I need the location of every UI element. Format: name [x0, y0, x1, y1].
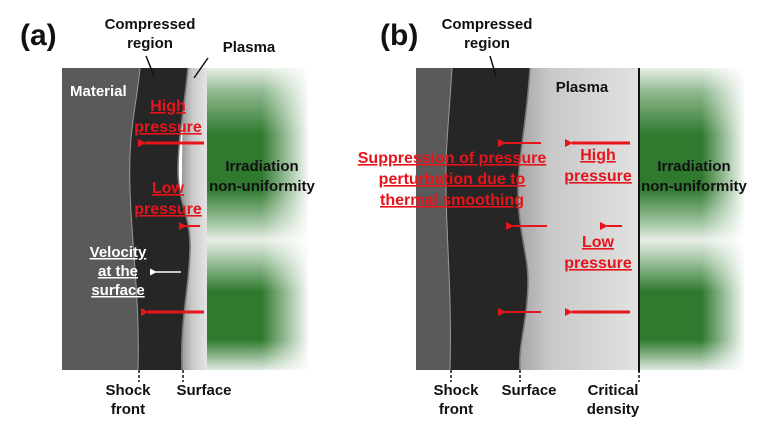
surface-label-b: Surface — [501, 382, 556, 399]
leader-plasma-a — [193, 57, 209, 79]
panel-b-tag: (b) — [380, 19, 418, 52]
shock-front-line-a — [129, 67, 141, 371]
low-pressure-label-a-2: pressure — [134, 201, 202, 218]
shock-front-label-a-2: front — [111, 401, 145, 418]
low-pressure-label-b-2: pressure — [564, 255, 632, 272]
irradiation-label-a-1: Irradiation — [225, 158, 298, 175]
suppression-label-b-2: perturbation due to — [379, 171, 526, 188]
compressed-label-b-2: region — [464, 35, 510, 52]
surface-label-a: Surface — [176, 382, 231, 399]
low-pressure-label-b-1: Low — [582, 234, 615, 251]
compressed-label-a-1: Compressed — [105, 16, 196, 33]
leader-compressed-a — [145, 55, 155, 77]
critical-density-label-b-1: Critical — [588, 382, 639, 399]
irradiation-fade-a — [205, 68, 308, 370]
leader-compressed-b — [489, 55, 497, 77]
surface-line-b — [517, 67, 531, 371]
compressed-region-b — [445, 68, 530, 370]
high-pressure-label-a-2: pressure — [134, 119, 202, 136]
velocity-label-a-1: Velocity — [90, 244, 147, 261]
suppression-label-b-1: Suppression of pressure — [358, 150, 547, 167]
panel-a-tag: (a) — [20, 19, 57, 52]
critical-density-label-b-2: density — [587, 401, 640, 418]
shock-front-label-b-1: Shock — [433, 382, 479, 399]
high-pressure-label-b-2: pressure — [564, 168, 632, 185]
panel-a — [62, 55, 308, 382]
material-region-a — [62, 68, 140, 370]
compressed-label-a-2: region — [127, 35, 173, 52]
plasma-label-b: Plasma — [556, 79, 609, 96]
irradiation-fade-b — [638, 68, 744, 370]
shock-front-line-b — [445, 67, 453, 371]
irradiation-label-a-2: non-uniformity — [209, 178, 315, 195]
suppression-label-b-3: thermal smoothing — [380, 192, 524, 209]
irradiation-label-b-1: Irradiation — [657, 158, 730, 175]
irradiation-label-b-2: non-uniformity — [641, 178, 747, 195]
shock-front-label-b-2: front — [439, 401, 473, 418]
velocity-label-a-3: surface — [91, 282, 144, 299]
material-region-b — [416, 68, 452, 370]
plasma-region-b — [510, 68, 639, 370]
material-label-a: Material — [70, 83, 127, 100]
high-pressure-label-a-1: High — [150, 98, 186, 115]
shock-front-label-a-1: Shock — [105, 382, 151, 399]
low-pressure-label-a-1: Low — [152, 180, 185, 197]
velocity-label-a-2: at the — [98, 263, 138, 280]
compressed-label-b-1: Compressed — [442, 16, 533, 33]
high-pressure-label-b-1: High — [580, 147, 616, 164]
panel-b — [416, 55, 744, 382]
plasma-label-a: Plasma — [223, 39, 276, 56]
